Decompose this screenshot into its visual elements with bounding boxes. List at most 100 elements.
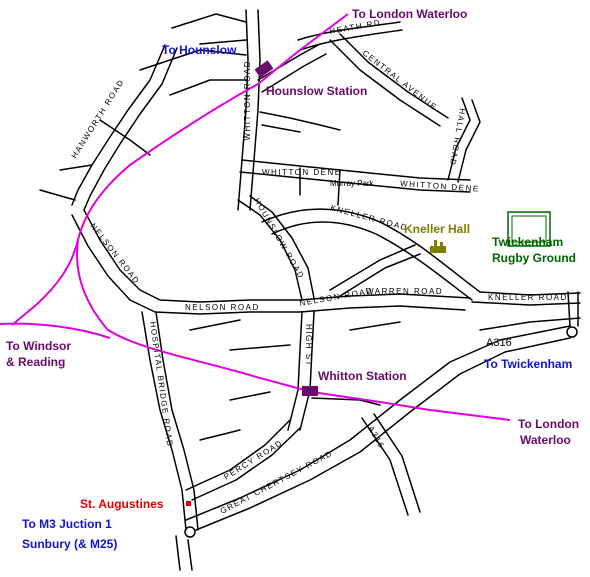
west-street-1 bbox=[59, 164, 93, 171]
road-label-percy-road: PERCY ROAD bbox=[222, 438, 284, 482]
south-street-2 bbox=[229, 391, 271, 401]
southeast-road-edge bbox=[373, 413, 421, 513]
hounslow-station-marker bbox=[254, 60, 274, 78]
warren-road-edge bbox=[339, 253, 421, 297]
place-labels: To London Waterloo To Hounslow Hounslow … bbox=[6, 7, 579, 551]
label-to-windsor-2: & Reading bbox=[6, 355, 65, 369]
heath-road-edge bbox=[299, 29, 403, 51]
kneller-road-east bbox=[479, 291, 581, 296]
murray-park-road bbox=[337, 169, 341, 206]
railway-hounslow-southwest bbox=[11, 83, 259, 326]
m3-approach bbox=[175, 535, 181, 571]
label-to-hounslow: To Hounslow bbox=[162, 43, 237, 57]
hall-road bbox=[447, 97, 471, 181]
railway-windsor-branch bbox=[0, 322, 111, 339]
label-to-windsor-1: To Windsor bbox=[6, 339, 71, 353]
mid-street-2 bbox=[229, 344, 291, 351]
central-avenue bbox=[329, 39, 441, 127]
road-label-nelson-road-east: NELSON ROAD bbox=[299, 286, 374, 308]
percy-road-edge bbox=[191, 427, 301, 501]
north-road-2 bbox=[199, 39, 247, 45]
whitton-road-edge bbox=[249, 9, 261, 211]
southeast-road bbox=[361, 417, 409, 516]
south-street-1 bbox=[199, 429, 241, 441]
hanworth-road-edge bbox=[83, 47, 178, 211]
hounslow-road-edge bbox=[249, 195, 315, 299]
west-street-2 bbox=[99, 119, 151, 156]
great-chertsey-road bbox=[185, 325, 571, 521]
north-road-3 bbox=[139, 49, 247, 71]
railway-hounslow-to-whitton bbox=[76, 239, 511, 421]
rugby-ground-outer bbox=[507, 211, 551, 247]
road-label-nelson-road-mid: NELSON ROAD bbox=[185, 303, 260, 312]
north-road-5 bbox=[259, 111, 341, 131]
hall-road-edge bbox=[457, 99, 481, 183]
roundabout-southwest bbox=[184, 526, 196, 538]
whitton-dene-edge bbox=[239, 171, 471, 193]
warren-road bbox=[329, 244, 416, 291]
road-label-nelson-road: NELSON ROAD bbox=[88, 222, 141, 286]
road-label-hounslow-road: HOUNSLOW ROAD bbox=[252, 197, 306, 281]
road-label-great-chertsey-road: GREAT CHERTSEY ROAD bbox=[219, 449, 335, 516]
label-st-augustines: St. Augustines bbox=[80, 497, 164, 511]
label-twickenham-rugby-1: Twickenham bbox=[492, 235, 563, 249]
kneller-road-east-edge bbox=[471, 301, 581, 306]
hounslow-road bbox=[237, 199, 303, 301]
road-label-hospital-bridge-road: HOSPITAL BRIDGE ROAD bbox=[148, 321, 175, 448]
label-to-london-waterloo-2: Waterloo bbox=[520, 433, 571, 447]
label-whitton-station: Whitton Station bbox=[318, 369, 407, 383]
road-network bbox=[39, 9, 581, 571]
road-label-warren-road: WARREN ROAD bbox=[366, 287, 443, 296]
whitton-road bbox=[237, 9, 249, 211]
north-road-4 bbox=[169, 79, 247, 96]
label-to-london-waterloo-top: To London Waterloo bbox=[352, 7, 467, 21]
great-chertsey-road-edge bbox=[195, 337, 571, 531]
north-road-6 bbox=[261, 124, 301, 133]
m3-approach-edge bbox=[187, 539, 193, 571]
label-hounslow-station: Hounslow Station bbox=[266, 84, 367, 98]
east-north-road bbox=[567, 291, 571, 327]
percy-road bbox=[185, 419, 291, 491]
road-label-murray-park: Murray Park bbox=[330, 179, 375, 188]
road-label-kneller-road-east: KNELLER ROAD bbox=[488, 293, 568, 302]
high-street-edge bbox=[299, 311, 315, 431]
whitton-dene bbox=[241, 159, 471, 181]
central-avenue-edge bbox=[339, 33, 449, 119]
mid-street-1 bbox=[189, 319, 241, 331]
label-to-london-waterloo-1: To London bbox=[518, 417, 579, 431]
st-augustines-marker bbox=[186, 501, 191, 506]
roundabout-east bbox=[566, 326, 578, 338]
nelson-road bbox=[83, 209, 471, 303]
railway-to-waterloo-north bbox=[257, 13, 349, 85]
road-label-whitton-dene: WHITTON DENE bbox=[262, 168, 342, 177]
hospital-bridge-road bbox=[141, 311, 187, 531]
heath-road bbox=[297, 21, 401, 41]
rugby-ground-outline bbox=[507, 211, 551, 247]
road-label-a316: A316 bbox=[486, 337, 512, 349]
mid-street-3 bbox=[349, 321, 401, 331]
road-label-central-avenue: CENTRAL AVENUE bbox=[361, 48, 439, 112]
road-label-whitton-road: WHITTON ROAD bbox=[243, 60, 252, 141]
label-to-m3-2: Sunbury (& M25) bbox=[22, 537, 117, 551]
label-kneller-hall: Kneller Hall bbox=[404, 222, 470, 236]
label-to-m3-1: To M3 Juction 1 bbox=[22, 517, 112, 531]
kneller-hall-icon bbox=[430, 240, 446, 253]
kneller-road-edge bbox=[271, 221, 473, 301]
road-label-high-st: HIGH ST bbox=[304, 324, 313, 367]
north-road-1 bbox=[171, 13, 247, 29]
railway-lines bbox=[0, 13, 511, 421]
nelson-road-edge bbox=[71, 214, 466, 315]
road-label-kneller-road: KNELLER ROAD bbox=[329, 203, 408, 232]
whitton-station-marker bbox=[302, 386, 318, 396]
high-street bbox=[287, 311, 303, 431]
station-access-road-edge bbox=[261, 53, 327, 93]
label-to-twickenham: To Twickenham bbox=[484, 357, 572, 371]
a316-east bbox=[479, 317, 581, 331]
rugby-ground-inner bbox=[511, 215, 547, 243]
kneller-road bbox=[261, 208, 481, 293]
hanworth-road bbox=[71, 44, 166, 206]
label-twickenham-rugby-2: Rugby Ground bbox=[492, 251, 576, 265]
west-street-3 bbox=[39, 189, 76, 201]
